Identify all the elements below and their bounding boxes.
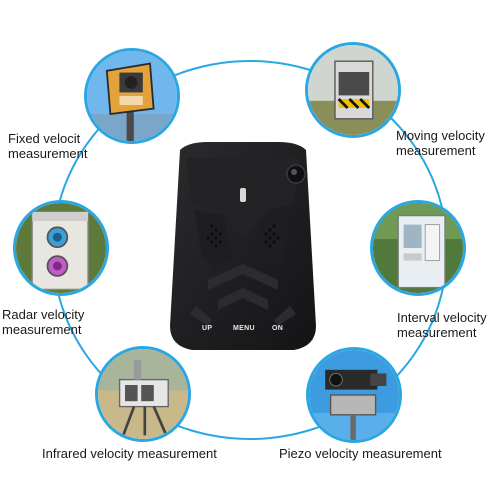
interval-camera-photo [370, 200, 466, 296]
interval-velocity-label: Interval velocity measurement [397, 310, 487, 340]
device-up-button: UP [202, 325, 213, 332]
device-menu-button: MENU [233, 325, 255, 332]
radar-camera-photo [13, 200, 109, 296]
moving-velocity-label: Moving velocity measurement [396, 128, 485, 158]
radar-detector-device [168, 140, 318, 352]
radar-velocity-label-line1: Radar velocity [2, 307, 85, 322]
moving-speed-camera-photo [305, 42, 401, 138]
fixed-velocity-label-line1: Fixed velocit [8, 131, 81, 146]
fixed-velocity-label: Fixed velocit measurement [8, 131, 87, 161]
infrared-velocity-label: Infrared velocity measurement [42, 446, 217, 461]
fixed-speed-camera-photo [84, 48, 180, 144]
fixed-velocity-label-line2: measurement [8, 146, 88, 161]
piezo-velocity-label: Piezo velocity measurement [279, 446, 442, 461]
piezo-camera-photo [306, 347, 402, 443]
interval-velocity-label-line2: measurement [397, 325, 477, 340]
device-on-button: ON [272, 325, 284, 332]
radar-velocity-label: Radar velocity measurement [2, 307, 84, 337]
moving-velocity-label-line2: measurement [396, 143, 476, 158]
radar-velocity-label-line2: measurement [2, 322, 82, 337]
moving-velocity-label-line1: Moving velocity [396, 128, 485, 143]
infrared-camera-photo [95, 346, 191, 442]
interval-velocity-label-line1: Interval velocity [397, 310, 487, 325]
